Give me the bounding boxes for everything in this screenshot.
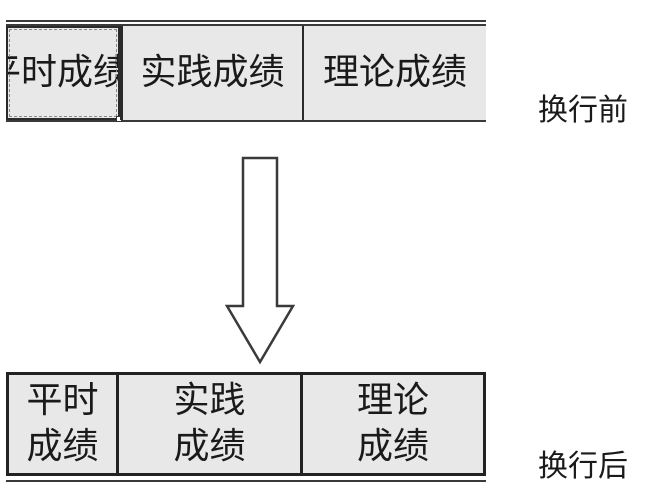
down-arrow-icon bbox=[224, 156, 296, 365]
after-cell-line: 成绩 bbox=[173, 426, 246, 467]
after-cell-line: 平时 bbox=[26, 380, 99, 421]
before-cell[interactable]: 理论成绩 bbox=[304, 26, 486, 120]
caption-after: 换行后 bbox=[538, 449, 628, 484]
after-cell-line: 成绩 bbox=[26, 426, 99, 467]
before-cell[interactable]: 实践成绩 bbox=[120, 26, 304, 120]
after-cell-line: 理论 bbox=[356, 380, 429, 421]
after-bottom-rule bbox=[6, 480, 486, 482]
after-cell[interactable]: 理论 成绩 bbox=[303, 375, 483, 473]
after-cell[interactable]: 平时 成绩 bbox=[9, 375, 119, 473]
before-cell-text: 理论成绩 bbox=[322, 52, 467, 93]
before-cell-text: 实践成绩 bbox=[140, 52, 285, 93]
after-cell-line: 成绩 bbox=[356, 426, 429, 467]
after-cell-line: 实践 bbox=[173, 380, 246, 421]
after-table: 平时 成绩 实践 成绩 理论 成绩 bbox=[6, 372, 486, 482]
before-top-rule bbox=[6, 20, 486, 22]
after-cell[interactable]: 实践 成绩 bbox=[119, 375, 303, 473]
caption-before: 换行前 bbox=[538, 93, 628, 128]
